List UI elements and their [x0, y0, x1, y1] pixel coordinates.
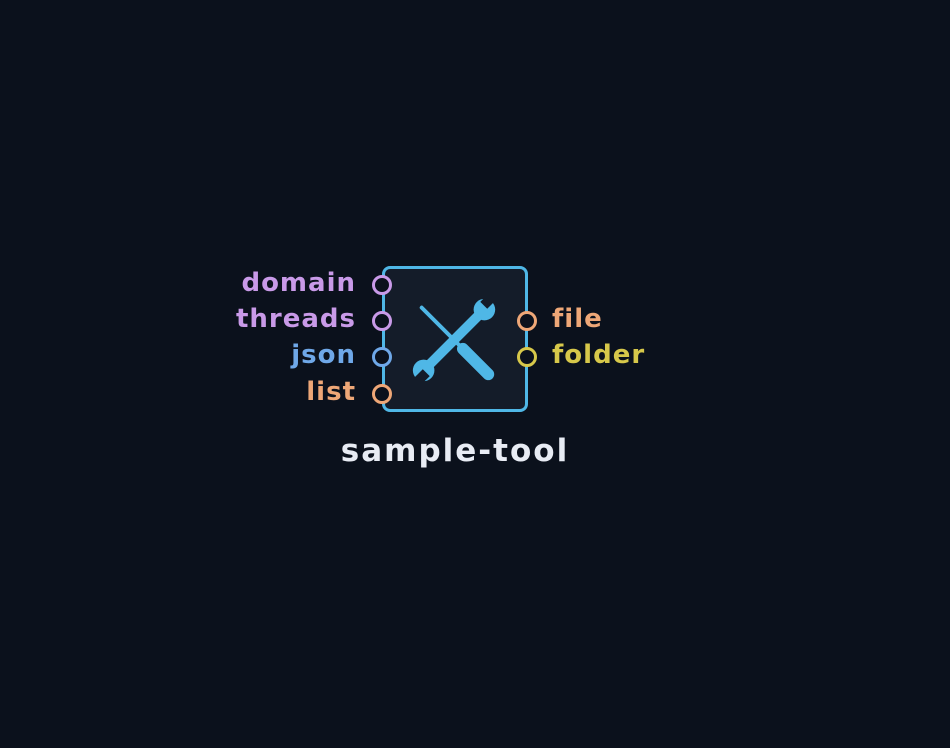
input-port-threads[interactable]	[372, 311, 392, 331]
input-label-list: list	[306, 377, 356, 407]
output-port-folder[interactable]	[517, 347, 537, 367]
node-title: sample-tool	[340, 433, 570, 469]
input-port-list[interactable]	[372, 384, 392, 404]
output-label-folder: folder	[552, 340, 646, 370]
input-label-domain: domain	[241, 268, 356, 298]
node-box[interactable]	[382, 266, 528, 412]
tools-icon	[411, 290, 499, 388]
output-label-file: file	[552, 304, 603, 334]
input-port-domain[interactable]	[372, 275, 392, 295]
input-label-threads: threads	[235, 304, 356, 334]
input-label-json: json	[291, 340, 356, 370]
output-port-file[interactable]	[517, 311, 537, 331]
input-port-json[interactable]	[372, 347, 392, 367]
